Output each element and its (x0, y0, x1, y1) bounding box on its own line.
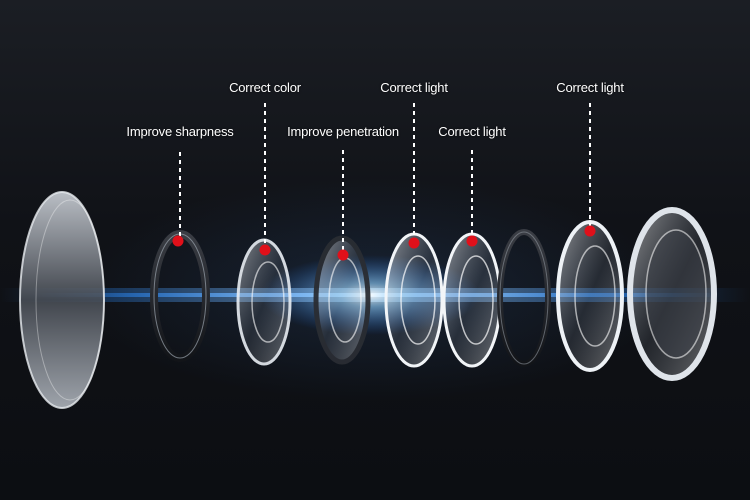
callout-label: Correct color (229, 80, 301, 95)
callout-label: Correct light (438, 124, 506, 139)
light-correction-lens-3 (556, 220, 624, 372)
front-filter-disc (19, 191, 105, 409)
marker-dot (172, 235, 184, 247)
marker-dot (408, 237, 420, 249)
rear-lens-housing (627, 207, 717, 381)
light-correction-lens-1 (384, 232, 444, 368)
callout-label: Correct light (380, 80, 448, 95)
marker-dot (259, 244, 271, 256)
callout-label: Correct light (556, 80, 624, 95)
spacer-ring (497, 229, 551, 367)
callout-label: Improve sharpness (126, 124, 234, 139)
marker-dot (584, 225, 596, 237)
color-correction-lens (236, 238, 292, 366)
light-correction-lens-2 (442, 232, 502, 368)
callout-label: Improve penetration (287, 124, 399, 139)
marker-dot (337, 249, 349, 261)
marker-dot (466, 235, 478, 247)
